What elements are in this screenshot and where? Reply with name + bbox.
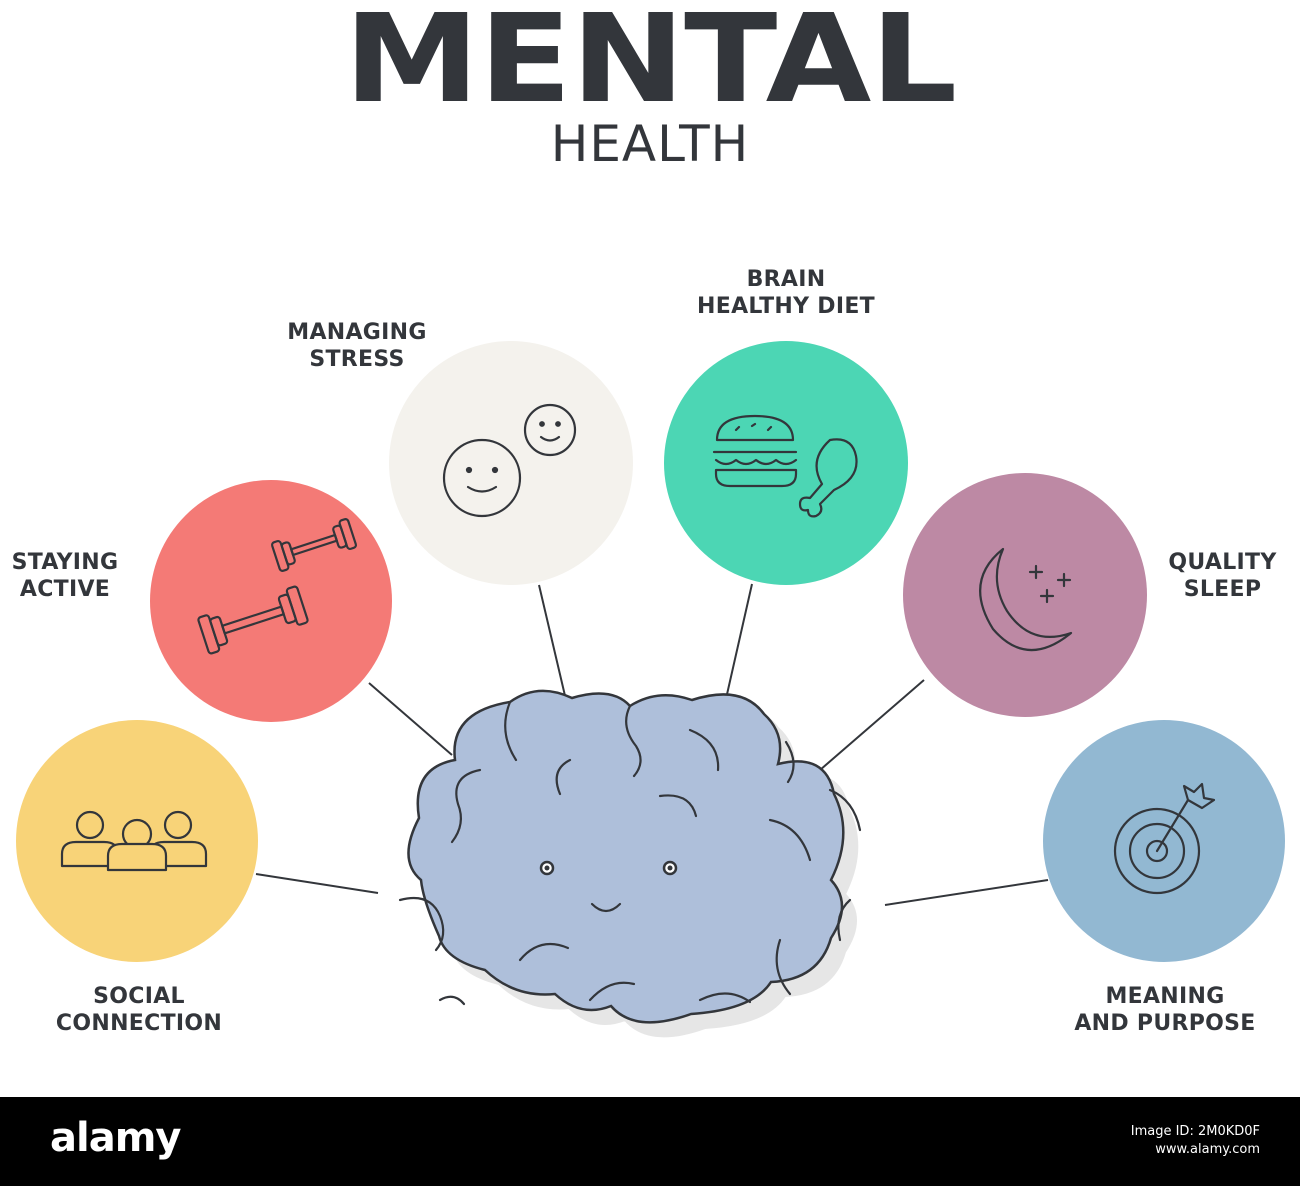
label-line: CONNECTION <box>55 1011 223 1036</box>
connector-active <box>368 682 453 756</box>
label-managing-stress: MANAGING STRESS <box>262 319 452 373</box>
connector-diet <box>722 583 753 713</box>
image-id: Image ID: 2M0KD0F <box>1130 1124 1260 1139</box>
label-line: SLEEP <box>1183 577 1262 602</box>
label-line: STAYING <box>11 550 119 575</box>
circle-managing-stress <box>389 341 633 585</box>
dumbbell-icon <box>197 518 357 655</box>
label-line: ACTIVE <box>19 577 111 602</box>
people-group-icon <box>60 810 208 872</box>
circle-staying-active <box>150 480 392 722</box>
circle-quality-sleep <box>903 473 1147 717</box>
label-line: MANAGING <box>287 320 427 345</box>
page-subtitle: HEALTH <box>550 115 750 173</box>
label-quality-sleep: QUALITY SLEEP <box>1160 549 1285 603</box>
label-line: MEANING <box>1105 984 1225 1009</box>
label-social-connection: SOCIAL CONNECTION <box>34 983 244 1037</box>
smiley-faces-icon <box>442 403 577 518</box>
label-brain-healthy-diet: BRAIN HEALTHY DIET <box>676 266 896 320</box>
brain-face-icon <box>398 689 862 1038</box>
site-url: www.alamy.com <box>1155 1142 1260 1157</box>
moon-stars-icon <box>979 547 1073 652</box>
label-line: AND PURPOSE <box>1074 1011 1256 1036</box>
label-line: HEALTHY DIET <box>697 294 875 319</box>
connector-sleep <box>819 679 925 771</box>
page-title: MENTAL <box>343 0 957 130</box>
label-line: STRESS <box>309 347 405 372</box>
label-line: SOCIAL <box>93 984 185 1009</box>
label-staying-active: STAYING ACTIVE <box>0 549 130 603</box>
label-line: QUALITY <box>1168 550 1277 575</box>
connector-purpose <box>884 879 1049 906</box>
connector-stress <box>538 584 567 701</box>
mental-health-diagram <box>16 341 1285 1038</box>
watermark-footer: alamy Image ID: 2M0KD0F www.alamy.com <box>0 1097 1300 1186</box>
alamy-logo: alamy <box>50 1115 181 1161</box>
image-id-block: Image ID: 2M0KD0F www.alamy.com <box>1131 1123 1260 1159</box>
label-line: BRAIN <box>746 267 826 292</box>
connector-social <box>255 873 379 894</box>
burger-drumstick-icon <box>712 414 858 518</box>
target-dart-icon <box>1113 782 1216 895</box>
label-meaning-and-purpose: MEANING AND PURPOSE <box>1050 983 1280 1037</box>
connector-lines <box>255 583 1049 906</box>
